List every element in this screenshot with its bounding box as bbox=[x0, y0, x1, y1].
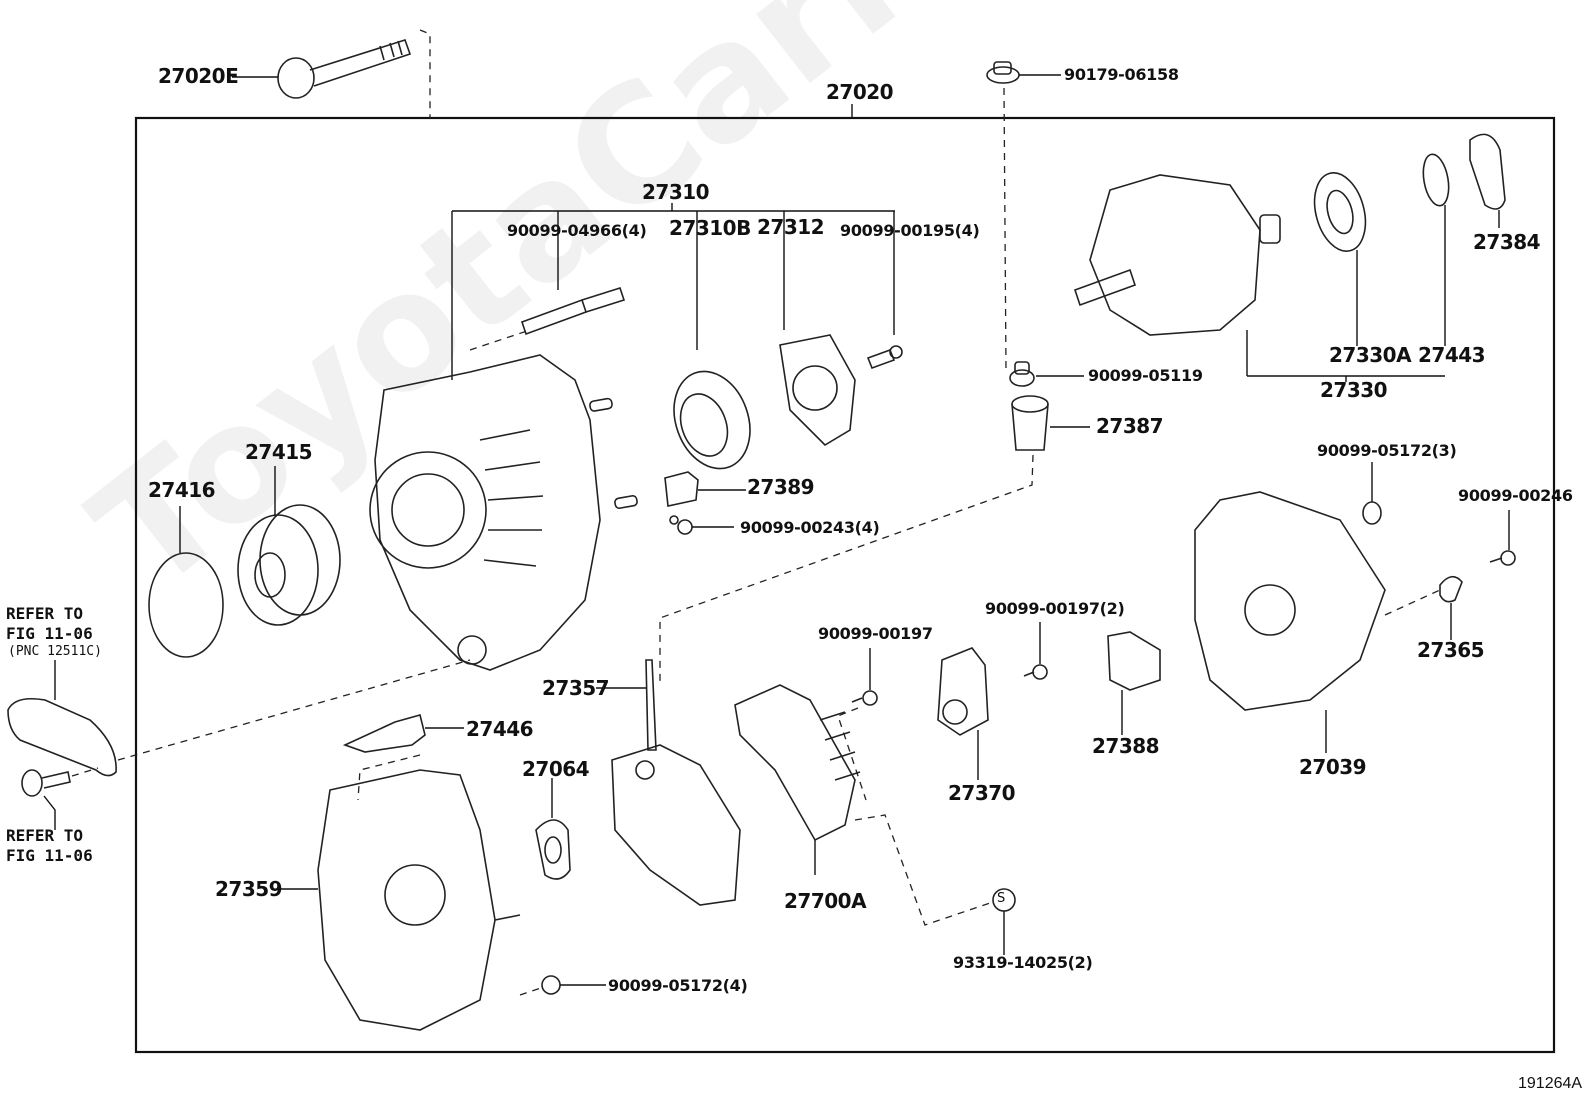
screw-90099-00195-drawing bbox=[866, 345, 903, 370]
part-label-27330A[interactable]: 27330A bbox=[1329, 343, 1412, 367]
nut-90179-06158-drawing bbox=[986, 61, 1061, 371]
group-label-27330[interactable]: 27330 bbox=[1320, 378, 1388, 402]
part-label-27064[interactable]: 27064 bbox=[522, 757, 590, 781]
bracket-refer-drawing bbox=[7, 659, 471, 777]
bolt-refer-drawing bbox=[21, 767, 99, 830]
part-label-27387[interactable]: 27387 bbox=[1096, 414, 1164, 438]
part-label-93319-14025[interactable]: 93319-14025(2) bbox=[953, 953, 1093, 972]
part-label-27389[interactable]: 27389 bbox=[747, 475, 815, 499]
brush-holder-27370-drawing bbox=[937, 647, 989, 780]
screw-90099-00246-drawing bbox=[1489, 510, 1516, 566]
part-label-27700A[interactable]: 27700A bbox=[784, 889, 867, 913]
part-label-27020E[interactable]: 27020E bbox=[158, 64, 239, 88]
group-27330-bracket bbox=[1247, 375, 1445, 382]
bracket-refer-line1: REFER TO bbox=[6, 604, 84, 623]
part-label-90099-00197[interactable]: 90099-00197 bbox=[818, 624, 933, 643]
part-label-27310B[interactable]: 27310B bbox=[669, 216, 751, 240]
stud-90099-04966-drawing bbox=[469, 287, 626, 351]
rectifier-27357-drawing bbox=[596, 659, 741, 906]
part-label-27370[interactable]: 27370 bbox=[948, 781, 1016, 805]
pulley-27415-drawing bbox=[237, 466, 341, 626]
assembly-frame bbox=[134, 116, 1556, 1054]
group-label-27310[interactable]: 27310 bbox=[642, 180, 710, 204]
screw-90099-00197-2-drawing bbox=[1023, 622, 1048, 680]
plate-27446-drawing bbox=[342, 714, 464, 801]
part-label-27359[interactable]: 27359 bbox=[215, 877, 283, 901]
insulator-27387-drawing bbox=[659, 395, 1090, 682]
part-label-27388[interactable]: 27388 bbox=[1092, 734, 1160, 758]
part-label-27446[interactable]: 27446 bbox=[466, 717, 534, 741]
bolt-90099-00243-drawing bbox=[669, 515, 734, 535]
part-label-90099-00197-2[interactable]: 90099-00197(2) bbox=[985, 599, 1125, 618]
bolt-refer-line2[interactable]: FIG 11-06 bbox=[6, 846, 93, 865]
ring-27443-drawing bbox=[1422, 153, 1450, 346]
part-label-27416[interactable]: 27416 bbox=[148, 478, 216, 502]
plate-27312-drawing bbox=[779, 334, 856, 447]
cover-27384-drawing bbox=[1469, 133, 1506, 228]
bracket-refer-pnc: (PNC 12511C) bbox=[8, 644, 102, 659]
bearing-27330A-drawing bbox=[1313, 172, 1367, 346]
regulator-27700A-drawing bbox=[734, 684, 991, 926]
bolt-27020E-drawing bbox=[232, 29, 431, 118]
part-label-27365[interactable]: 27365 bbox=[1417, 638, 1485, 662]
part-label-90099-05172-4[interactable]: 90099-05172(4) bbox=[608, 976, 748, 995]
rotor-drawing bbox=[1073, 174, 1281, 376]
part-label-27039[interactable]: 27039 bbox=[1299, 755, 1367, 779]
nut-90099-05172-4-drawing bbox=[519, 975, 606, 996]
nut-90099-05172-3-drawing bbox=[1362, 462, 1382, 525]
bearing-27310B-drawing bbox=[673, 370, 751, 470]
bolt-refer-line1: REFER TO bbox=[6, 826, 84, 845]
part-label-90179-06158[interactable]: 90179-06158 bbox=[1064, 65, 1179, 84]
drive-end-frame-drawing bbox=[369, 354, 638, 671]
bracket-refer-line2[interactable]: FIG 11-06 bbox=[6, 624, 93, 643]
screw-90099-00197-drawing bbox=[837, 648, 878, 801]
part-label-90099-00195[interactable]: 90099-00195(4) bbox=[840, 221, 980, 240]
part-label-27415[interactable]: 27415 bbox=[245, 440, 313, 464]
s-mark-93319 bbox=[992, 888, 1016, 955]
cap-27365-drawing bbox=[1384, 575, 1463, 640]
cover-27416-drawing bbox=[148, 506, 224, 658]
assembly-label-27020[interactable]: 27020 bbox=[826, 80, 894, 104]
part-label-90099-00243[interactable]: 90099-00243(4) bbox=[740, 518, 880, 537]
nut-90099-05119-drawing bbox=[1009, 361, 1084, 387]
group-27310-bracket bbox=[451, 203, 895, 380]
insulator-27064-drawing bbox=[535, 778, 571, 880]
part-label-27312[interactable]: 27312 bbox=[757, 215, 825, 239]
part-label-27384[interactable]: 27384 bbox=[1473, 230, 1541, 254]
part-label-27357[interactable]: 27357 bbox=[542, 676, 610, 700]
part-label-90099-05119[interactable]: 90099-05119 bbox=[1088, 366, 1203, 385]
part-label-27443[interactable]: 27443 bbox=[1418, 343, 1486, 367]
part-label-90099-04966[interactable]: 90099-04966(4) bbox=[507, 221, 647, 240]
insulator-27389-drawing bbox=[664, 471, 746, 507]
figure-id: 191264A bbox=[1518, 1075, 1583, 1092]
cover-27388-drawing bbox=[1107, 631, 1161, 735]
part-label-90099-05172-3[interactable]: 90099-05172(3) bbox=[1317, 441, 1457, 460]
rear-cover-27359-drawing bbox=[277, 769, 521, 1031]
s-mark-symbol: S bbox=[997, 891, 1006, 906]
rear-end-frame-27039-drawing bbox=[1194, 491, 1386, 753]
part-label-90099-00246[interactable]: 90099-00246 bbox=[1458, 486, 1573, 505]
